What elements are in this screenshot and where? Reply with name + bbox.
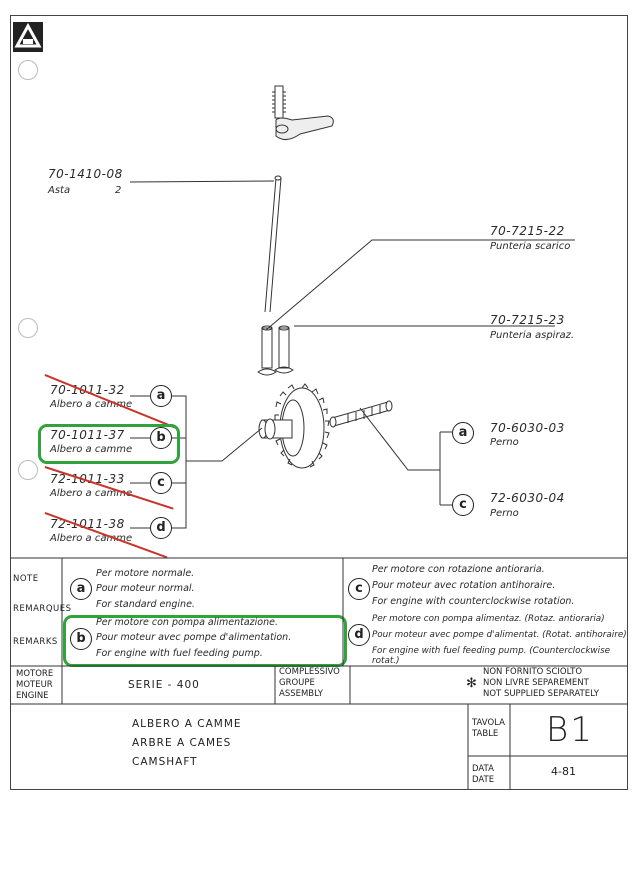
part-qty-asta: 2 xyxy=(115,185,122,196)
note-a-fr: Pour moteur normal. xyxy=(96,583,195,594)
punch-hole xyxy=(18,460,38,480)
part-number-perno-c: 72-6030-04 xyxy=(490,491,565,505)
camshaft-number-b: 70-1011-37 xyxy=(50,428,125,442)
part-desc-perno-c: Perno xyxy=(490,508,519,519)
part-number-punteria-aspiraz: 70-7215-23 xyxy=(490,313,565,327)
not-supplied-fr: NON LIVRE SEPAREMENT xyxy=(483,678,589,688)
note-b-fr: Pour moteur avec pompe d'alimentation. xyxy=(96,632,292,643)
part-desc-perno-a: Perno xyxy=(490,437,519,448)
tavola-label-it: TAVOLA xyxy=(472,718,505,728)
camshaft-desc-d: Albero a camme xyxy=(50,533,133,544)
note-a-en: For standard engine. xyxy=(96,599,195,610)
note-b-it: Per motore con pompa alimentazione. xyxy=(96,617,279,628)
complessivo-label-en: ASSEMBLY xyxy=(279,689,323,699)
part-desc-punteria-aspiraz: Punteria aspiraz. xyxy=(490,330,575,341)
note-circle-c: c xyxy=(348,578,370,600)
note-d-en: For engine with fuel feeding pump. (Coun… xyxy=(372,646,611,666)
pin-drawing xyxy=(329,400,393,428)
data-label-it: DATA xyxy=(472,764,494,774)
tappets-drawing xyxy=(257,325,294,376)
part-number-punteria-scarico: 70-7215-22 xyxy=(490,224,565,238)
asterisk-icon: ✻ xyxy=(466,676,477,691)
complessivo-label-fr: GROUPE xyxy=(279,678,315,688)
variant-circle-a-perno: a xyxy=(452,422,474,444)
drawing-sheet xyxy=(10,15,628,790)
not-supplied-en: NOT SUPPLIED SEPARATELY xyxy=(483,689,599,699)
camshaft-desc-a: Albero a camme xyxy=(50,399,133,410)
note-c-it: Per motore con rotazione antioraria. xyxy=(372,564,545,575)
camshaft-desc-b: Albero a camme xyxy=(50,444,133,455)
camshaft-desc-c: Albero a camme xyxy=(50,488,133,499)
part-desc-asta: Asta xyxy=(48,185,71,196)
variant-circle-a: a xyxy=(150,385,172,407)
motore-label-fr: MOTEUR xyxy=(16,680,53,690)
note-c-en: For engine with counterclockwise rotatio… xyxy=(372,596,575,607)
date-value: 4-81 xyxy=(551,765,576,778)
variant-circle-d: d xyxy=(150,517,172,539)
note-b-en: For engine with fuel feeding pump. xyxy=(96,648,263,659)
table-number: B1 xyxy=(546,710,594,750)
motore-label-en: ENGINE xyxy=(16,691,49,701)
engine-series: SERIE - 400 xyxy=(128,679,200,691)
notes-label-remarques: REMARQUES xyxy=(13,604,72,614)
variant-circle-c: c xyxy=(150,472,172,494)
note-d-it: Per motore con pompa alimentaz. (Rotaz. … xyxy=(372,614,605,624)
tavola-label-en: TABLE xyxy=(472,729,499,739)
motore-label-it: MOTORE xyxy=(16,669,54,679)
title-fr: ARBRE A CAMES xyxy=(132,737,232,749)
push-rod-drawing xyxy=(264,177,282,313)
note-c-fr: Pour moteur avec rotation antihoraire. xyxy=(372,580,556,591)
note-d-fr: Pour moteur avec pompe d'alimentat. (Rot… xyxy=(372,630,627,640)
punch-hole xyxy=(18,60,38,80)
title-it: ALBERO A CAMME xyxy=(132,718,242,730)
variant-circle-c-perno: c xyxy=(452,494,474,516)
part-number-perno-a: 70-6030-03 xyxy=(490,421,565,435)
rocker-arm-drawing xyxy=(272,85,334,140)
logo-icon xyxy=(14,22,42,48)
note-circle-a: a xyxy=(70,578,92,600)
notes-label-remarks: REMARKS xyxy=(13,637,58,647)
note-circle-d: d xyxy=(348,624,370,646)
complessivo-label-it: COMPLESSIVO xyxy=(279,667,340,677)
note-circle-b: b xyxy=(70,628,92,650)
cam-gear-drawing xyxy=(258,383,330,469)
highlight-camshaft-b xyxy=(38,424,180,464)
variant-circle-b: b xyxy=(150,427,172,449)
not-supplied-it: NON FORNITO SCIOLTO xyxy=(483,667,583,677)
note-a-it: Per motore normale. xyxy=(96,568,195,579)
title-en: CAMSHAFT xyxy=(132,756,198,768)
punch-hole xyxy=(18,318,38,338)
data-label-en: DATE xyxy=(472,775,495,785)
company-logo xyxy=(13,22,43,52)
part-desc-punteria-scarico: Punteria scarico xyxy=(490,241,571,252)
notes-label-note: NOTE xyxy=(13,574,39,584)
part-number-asta: 70-1410-08 xyxy=(48,167,123,181)
